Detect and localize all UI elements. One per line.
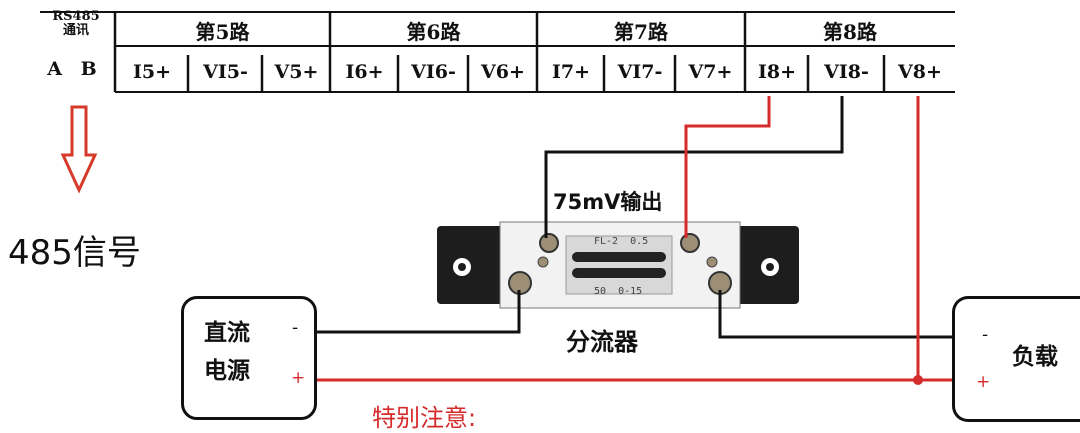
terminal-v6-plus: V6+ <box>481 61 525 83</box>
wire-vi8-minus <box>544 96 844 238</box>
terminal-v5-plus: V5+ <box>274 61 319 83</box>
group-8-label: 第8路 <box>823 20 877 44</box>
wire-i8-plus <box>684 96 771 238</box>
shunt-plate-text-top: FL-2 0.5 <box>594 236 649 247</box>
junction-dot <box>913 375 923 385</box>
wiring-diagram <box>40 11 955 385</box>
wire-load-minus <box>718 290 952 339</box>
power-supply-minus: - <box>292 318 299 338</box>
rs485-terminals: A B <box>47 58 103 80</box>
terminal-i7-plus: I7+ <box>551 61 591 83</box>
terminal-vi8-minus: VI8- <box>824 61 869 83</box>
load-plus: + <box>976 372 991 392</box>
terminal-vi6-minus: VI6- <box>411 61 456 83</box>
load-minus: - <box>982 325 989 345</box>
shunt-plate-text-bottom: 50 0-15 <box>594 286 643 297</box>
special-note-label: 特别注意: <box>372 404 477 432</box>
shunt-output-label: 75mV输出 <box>553 190 663 214</box>
rs485-title: RS485 <box>52 9 100 24</box>
terminal-vi5-minus: VI5- <box>203 61 248 83</box>
load-box <box>952 296 1080 422</box>
shunt-name-label: 分流器 <box>566 328 638 356</box>
rs485-comm-label: RS485 通讯 <box>40 10 112 38</box>
group-5-label: 第5路 <box>195 20 250 44</box>
terminal-i6-plus: I6+ <box>345 61 384 83</box>
terminal-v8-plus: V8+ <box>898 61 942 83</box>
terminal-i5-plus: I5+ <box>132 61 172 83</box>
group-6-label: 第6路 <box>406 20 461 44</box>
power-supply-box <box>181 296 317 420</box>
wire-supply-minus <box>314 290 521 334</box>
power-supply-line2: 电源 <box>204 358 250 384</box>
signal-label: 485信号 <box>8 233 141 273</box>
rs485-subtitle: 通讯 <box>62 23 89 38</box>
signal-arrow <box>60 105 98 194</box>
power-supply-line1: 直流 <box>204 320 250 346</box>
shunt-device <box>437 221 799 309</box>
group-7-label: 第7路 <box>614 20 668 44</box>
terminal-vi7-minus: VI7- <box>617 61 663 83</box>
terminal-v7-plus: V7+ <box>688 61 733 83</box>
terminal-i8-plus: I8+ <box>757 61 797 83</box>
power-supply-plus: + <box>291 368 306 388</box>
load-label: 负载 <box>1012 344 1058 370</box>
